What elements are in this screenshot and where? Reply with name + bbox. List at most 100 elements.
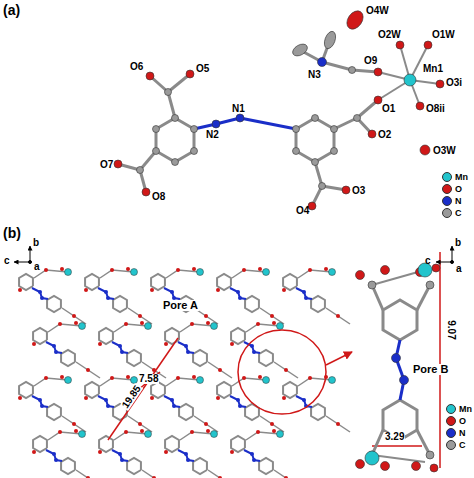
- framework-network: [18, 267, 350, 478]
- illustration-part: [62, 416, 86, 432]
- illustration-part: [120, 350, 124, 354]
- illustration-part: [138, 422, 142, 426]
- illustration-part: [368, 130, 376, 138]
- illustration-part: [236, 398, 240, 402]
- illustration-part: [238, 404, 242, 408]
- measure-lines: [108, 252, 440, 468]
- illustration-part: [260, 416, 284, 432]
- illustration-part: [256, 322, 260, 326]
- illustration-part: [336, 314, 340, 318]
- illustration-part: [424, 41, 432, 49]
- illustration-part: [308, 268, 312, 272]
- illustration-part: [128, 416, 152, 432]
- illustration-part: [217, 274, 231, 290]
- illustration-part: [283, 274, 297, 290]
- atom-label: O1: [382, 104, 395, 114]
- legend-entry: O: [446, 416, 466, 426]
- illustration-part: [186, 458, 190, 462]
- illustration-part: [372, 455, 425, 462]
- illustration-part: [118, 344, 122, 348]
- illustration-part: [46, 450, 62, 461]
- illustration-part: [62, 308, 86, 324]
- illustration-part: [193, 350, 207, 366]
- illustration-part: [284, 368, 288, 372]
- illustration-part: [420, 145, 430, 155]
- illustration-part: [193, 458, 207, 474]
- illustration-part: [242, 268, 246, 272]
- illustration-part: [184, 344, 188, 348]
- illustration-part: [146, 72, 154, 80]
- atom-label: N1: [232, 104, 245, 114]
- illustration-part: [85, 382, 99, 398]
- illustration-part: [291, 42, 310, 59]
- illustration-part: [277, 323, 284, 330]
- illustration-part: [86, 476, 90, 478]
- illustration-part: [76, 470, 100, 478]
- illustration-part: [238, 330, 326, 414]
- illustration-part: [283, 382, 297, 398]
- illustration-part: [38, 290, 42, 294]
- illustration-part: [252, 458, 256, 462]
- illustration-part: [197, 377, 204, 384]
- illustration-part: [65, 269, 72, 276]
- illustration-part: [259, 458, 273, 474]
- panel-label: (b): [3, 226, 21, 240]
- illustration-part: [44, 268, 48, 272]
- illustration-part: [150, 288, 154, 292]
- illustration-part: [308, 376, 312, 380]
- illustration-part: [172, 159, 179, 166]
- illustration-part: [142, 470, 166, 478]
- illustration-part: [238, 296, 242, 300]
- axis-label: b: [455, 238, 461, 248]
- illustration-part: [452, 246, 453, 262]
- illustration-part: [372, 445, 422, 447]
- illustration-part: [180, 324, 214, 332]
- illustration-part: [18, 288, 22, 292]
- illustration-part: [312, 115, 319, 122]
- illustration-part: [98, 288, 114, 299]
- illustration-part: [52, 344, 56, 348]
- legend-text: Mn: [459, 405, 472, 414]
- illustration-part: [137, 167, 144, 174]
- illustration-part: [194, 416, 218, 432]
- illustration-part: [47, 296, 61, 312]
- illustration-part: [208, 470, 232, 478]
- illustration-part: [430, 464, 438, 472]
- illustration-part: [302, 398, 306, 402]
- axis-triads: [14, 246, 454, 264]
- illustration-part: [118, 452, 122, 456]
- illustration-part: [246, 432, 280, 440]
- illustration-part: [86, 368, 90, 372]
- illustration-part: [114, 8, 444, 210]
- illustration-part: [263, 269, 270, 276]
- illustration-part: [98, 450, 102, 454]
- atom-label: O2: [378, 130, 391, 140]
- illustration-part: [72, 422, 76, 426]
- illustration-part: [211, 323, 218, 330]
- legend-text: Mn: [455, 173, 468, 182]
- illustration-part: [166, 270, 200, 278]
- atom-label: O8ii: [426, 104, 445, 114]
- illustration-part: [230, 288, 246, 299]
- illustration-part: [186, 350, 190, 354]
- illustration-part: [145, 323, 152, 330]
- illustration-part: [99, 436, 113, 452]
- illustration-part: [114, 324, 148, 332]
- illustration-part: [381, 266, 390, 275]
- illustration-part: [61, 458, 75, 474]
- illustration-part: [378, 45, 440, 106]
- illustration-part: [356, 460, 365, 469]
- atom-label: O4: [296, 206, 309, 216]
- framework-unit: [18, 375, 86, 432]
- illustration-part: [250, 344, 254, 348]
- illustration-part: [349, 67, 356, 74]
- illustration-part: [52, 452, 56, 456]
- legend-swatch: [442, 184, 452, 194]
- illustration-part: [164, 450, 168, 454]
- legend-swatch: [446, 416, 456, 426]
- illustration-part: [282, 288, 286, 292]
- illustration-part: [436, 262, 452, 263]
- illustration-part: [76, 362, 100, 378]
- framework-unit: [32, 321, 100, 378]
